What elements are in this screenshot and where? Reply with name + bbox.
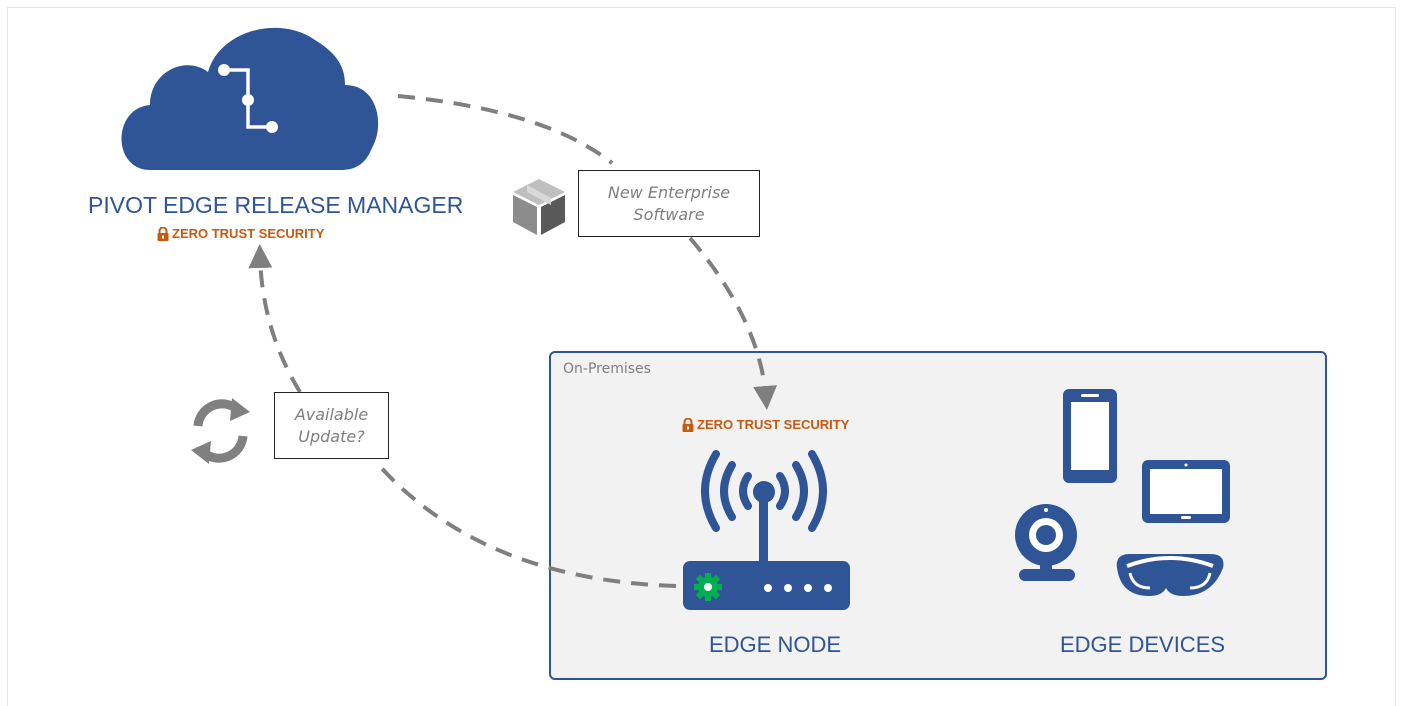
package-box-icon bbox=[513, 179, 565, 235]
gear-icon bbox=[694, 573, 722, 601]
update-check-arrow bbox=[260, 256, 677, 588]
on-premises-label: On-Premises bbox=[563, 361, 651, 377]
update-callout: Available Update? bbox=[274, 392, 389, 459]
deploy-arrow bbox=[397, 94, 766, 398]
update-callout-line1: Available bbox=[294, 404, 369, 424]
update-callout-line2: Update? bbox=[298, 426, 365, 446]
edge-node-label: EDGE NODE bbox=[709, 632, 842, 657]
manager-security-badge: ZERO TRUST SECURITY bbox=[156, 226, 324, 241]
software-callout: New Enterprise Software bbox=[578, 170, 760, 237]
router-icon bbox=[683, 481, 850, 610]
webcam-icon bbox=[1015, 504, 1077, 581]
software-callout-line1: New Enterprise bbox=[607, 182, 731, 202]
sync-icon bbox=[191, 398, 250, 464]
lock-icon bbox=[682, 417, 694, 432]
manager-title: PIVOT EDGE RELEASE MANAGER bbox=[88, 192, 464, 218]
smartphone-icon bbox=[1063, 389, 1117, 483]
tablet-icon bbox=[1142, 460, 1230, 523]
manager-security-text: ZERO TRUST SECURITY bbox=[172, 226, 325, 241]
lock-icon bbox=[157, 226, 169, 241]
cloud-git-icon bbox=[121, 27, 379, 170]
software-callout-line2: Software bbox=[633, 204, 705, 224]
edge-devices-label: EDGE DEVICES bbox=[1060, 632, 1226, 657]
wifi-signal-icon bbox=[701, 450, 827, 532]
edge-security-text: ZERO TRUST SECURITY bbox=[697, 417, 850, 432]
diagram-frame bbox=[7, 7, 1396, 706]
edge-security-badge: ZERO TRUST SECURITY bbox=[681, 417, 849, 432]
vr-headset-icon bbox=[1116, 554, 1224, 596]
